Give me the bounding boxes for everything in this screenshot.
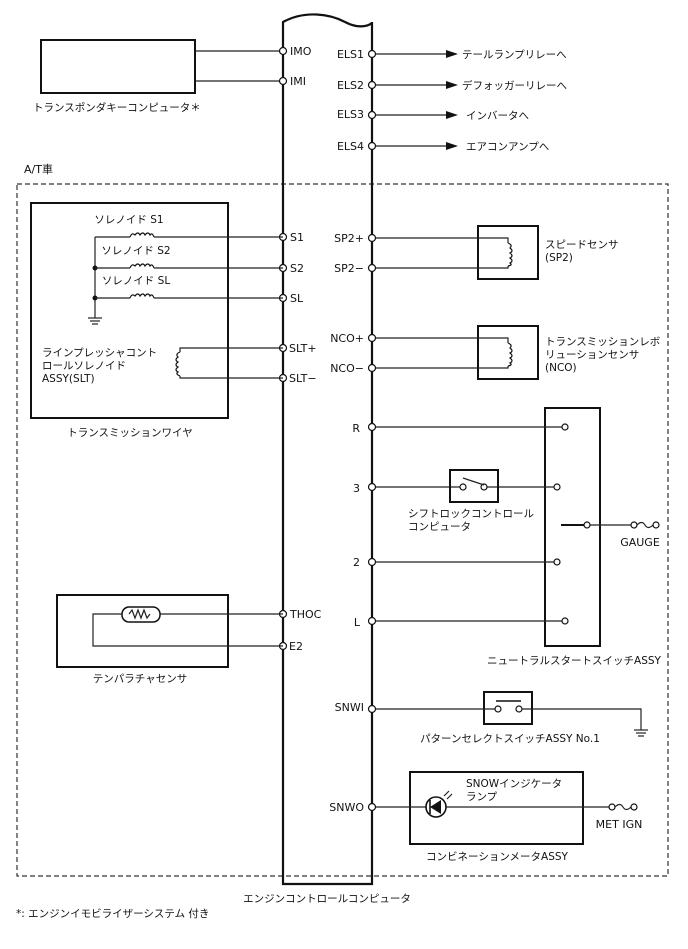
neutral-start-switch: ニュートラルスタートスイッチASSY (367, 407, 662, 667)
sensor-coil-icon (507, 342, 513, 367)
engine-control-computer: エンジンコントロールコンピュータ (243, 13, 411, 905)
pin-3-label: 3 (353, 482, 360, 495)
pin-nco-plus-label: NCO+ (330, 332, 364, 345)
at-region-label: A/T車 (24, 162, 53, 176)
solenoid-coil-icon (129, 293, 155, 299)
combination-meter: SNOWインジケータ ランプ コンビネーションメータASSY (367, 771, 609, 863)
speed-sensor: スピードセンサ (SP2) (367, 225, 619, 280)
fuse-icon (614, 803, 632, 811)
pin-l-label: L (354, 616, 361, 629)
output-els2-label: デフォッガーリレーへ (462, 79, 567, 92)
nco-sensor: トランスミッションレボ リューションセンサ (NCO) (367, 325, 660, 380)
arrow-right-icon (446, 111, 458, 119)
pin-snwo-label: SNWO (329, 801, 364, 814)
solenoid-coil-icon (129, 263, 155, 269)
arrow-right-icon (446, 81, 458, 89)
slt-coil-icon (175, 351, 181, 377)
pin-imo-label: IMO (290, 45, 312, 58)
speed-sensor-line-2: (SP2) (545, 252, 573, 264)
footnote: *: エンジンイモビライザーシステム 付き (16, 907, 209, 920)
transmission-wire-label: トランスミッションワイヤ (67, 427, 192, 439)
arrow-right-icon (446, 50, 458, 58)
transponder-key-computer: トランスポンダキーコンピュータ＊ (33, 39, 283, 114)
output-els3: インバータへ (372, 110, 529, 122)
temp-sensor-label: テンパラチャセンサ (93, 673, 187, 685)
pin-nco-minus-label: NCO− (330, 362, 364, 375)
solenoid-sl-label: ソレノイド SL (102, 275, 171, 287)
slt-line-1: ラインプレッシャコント (42, 347, 157, 359)
pin-s1-label: S1 (290, 231, 304, 244)
pin-els4-label: ELS4 (337, 140, 364, 153)
arrow-right-icon (446, 142, 458, 150)
pin-imi-label: IMI (290, 75, 306, 88)
pin-imi-terminal (278, 76, 288, 86)
gauge-fuse: GAUGE (620, 521, 660, 549)
nco-sensor-line-2: リューションセンサ (545, 349, 639, 361)
combination-meter-label: コンビネーションメータASSY (426, 851, 568, 863)
snow-lamp-line-1: SNOWインジケータ (466, 778, 562, 790)
sensor-coil-icon (507, 242, 513, 267)
fuse-icon (636, 521, 654, 529)
pin-sp2-plus-label: SP2+ (334, 232, 364, 245)
ground-icon (634, 729, 648, 737)
pin-slt-minus-label: SLT− (289, 372, 317, 385)
transponder-label: トランスポンダキーコンピュータ＊ (33, 101, 201, 114)
pin-r-label: R (352, 422, 360, 435)
ecu-label: エンジンコントロールコンピュータ (243, 893, 411, 905)
nco-sensor-line-1: トランスミッションレボ (545, 336, 660, 348)
output-els3-label: インバータへ (466, 110, 529, 122)
ground-icon (88, 317, 102, 325)
pin-sp2-minus-label: SP2− (334, 262, 364, 275)
pin-els3-label: ELS3 (337, 108, 364, 121)
met-ign-fuse: MET IGN (596, 803, 643, 831)
output-els2: デフォッガーリレーへ (372, 79, 567, 92)
ecu-right-pins: ELS1 ELS2 ELS3 ELS4 テールランプリレーへ デフォッガーリレー… (329, 48, 567, 814)
shift-lock-computer: シフトロックコントロール コンピュータ (408, 469, 534, 533)
snow-lamp-line-2: ランプ (466, 791, 498, 803)
pin-snwi-label: SNWI (335, 701, 364, 714)
output-els4-label: エアコンアンプへ (466, 141, 549, 153)
shift-lock-line-2: コンピュータ (408, 521, 471, 533)
solenoid-s1-label: ソレノイド S1 (94, 214, 163, 226)
shift-lock-line-1: シフトロックコントロール (408, 508, 534, 520)
pin-e2-label: E2 (289, 640, 303, 653)
pin-s2-label: S2 (290, 262, 304, 275)
pin-sl-label: SL (290, 292, 304, 305)
pin-2-label: 2 (353, 556, 360, 569)
switch-icon (462, 477, 485, 486)
speed-sensor-line-1: スピードセンサ (545, 239, 619, 251)
nco-sensor-line-3: (NCO) (545, 362, 577, 374)
pin-slt-plus-label: SLT+ (289, 342, 317, 355)
pattern-select-switch: パターンセレクトスイッチASSY No.1 (367, 691, 648, 745)
pin-thoc-label: THOC (289, 608, 322, 621)
thermistor-icon (121, 606, 161, 623)
temperature-sensor: テンパラチャセンサ (56, 594, 283, 685)
met-ign-label: MET IGN (596, 818, 643, 831)
slt-line-2: ロールソレノイド (42, 360, 126, 372)
ecu-left-pins: IMO IMI S1 S2 SL SLT+ SLT− THOC E2 (278, 45, 322, 653)
output-els4: エアコンアンプへ (372, 141, 549, 153)
pattern-switch-label: パターンセレクトスイッチASSY No.1 (420, 733, 600, 745)
slt-line-3: ASSY(SLT) (42, 373, 95, 385)
solenoid-coil-icon (129, 232, 155, 238)
solenoid-s2-label: ソレノイド S2 (101, 245, 170, 257)
output-els1-label: テールランプリレーへ (462, 49, 567, 61)
pin-imo-terminal (278, 46, 288, 56)
transmission-wire: ソレノイド S1 ソレノイド S2 ソレノイド SL ラインプレッシャコント ロ… (30, 202, 283, 439)
output-els1: テールランプリレーへ (372, 49, 567, 61)
at-region: A/T車 (16, 162, 669, 877)
pin-els2-label: ELS2 (337, 79, 364, 92)
neutral-switch-label: ニュートラルスタートスイッチASSY (487, 655, 662, 667)
gauge-label: GAUGE (620, 536, 660, 549)
pin-els1-label: ELS1 (337, 48, 364, 61)
